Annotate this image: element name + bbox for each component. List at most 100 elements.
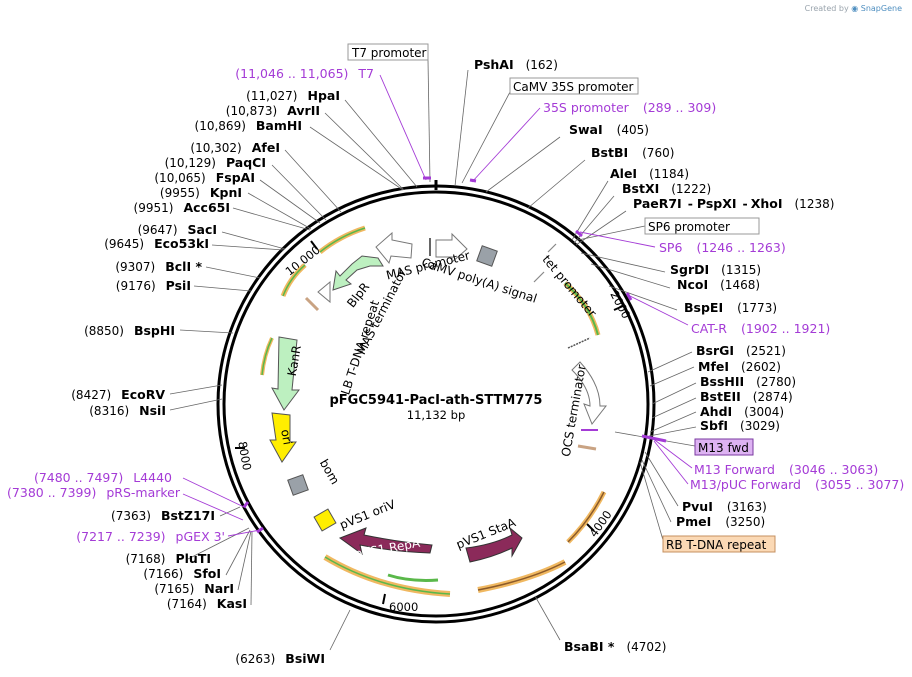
primer-labels: (11,046 .. 11,065)T7 35S promoter(289 ..… <box>7 66 904 544</box>
camv-polya-signal-box <box>476 245 498 267</box>
enzyme-bsrgi: BsrGI(2521) <box>696 343 786 358</box>
leader-ecorv <box>169 384 223 395</box>
pleader-t7 <box>379 74 427 181</box>
leader-bstz17i <box>219 506 241 517</box>
leader-pshai <box>454 69 469 187</box>
leader-ahdi <box>649 411 697 433</box>
orange-arc-right-inner <box>477 561 566 591</box>
leader-afei <box>284 149 342 213</box>
primer-l4440: (7480 .. 7497)L4440 <box>34 470 172 485</box>
green-arrow-left-inner <box>282 264 306 297</box>
enzyme-pvui: PvuI(3163) <box>682 499 767 514</box>
enzyme-kpni: (9955)KpnI <box>160 185 242 200</box>
enzyme-bstbi: BstBI(760) <box>591 145 674 160</box>
leader-rb-tdna <box>639 461 664 541</box>
enzyme-avrii: (10,873)AvrII <box>226 103 320 118</box>
mas-promoter-arrow <box>375 231 413 265</box>
leader-bsteii <box>651 397 697 419</box>
enzyme-eco53ki: (9645)Eco53kI <box>104 236 209 251</box>
pleader-sp6 <box>579 231 656 248</box>
features <box>260 225 608 597</box>
sp6-promoter-box <box>644 217 760 235</box>
leader-lines <box>169 59 697 651</box>
rb-tdna-box <box>662 535 776 553</box>
leader-avrii <box>324 112 405 191</box>
leader-nari <box>237 530 252 591</box>
enzyme-pmei: PmeI(3250) <box>676 514 765 529</box>
primer-t7: (11,046 .. 11,065)T7 <box>235 66 374 81</box>
primer-35s-promoter: 35S promoter(289 .. 309) <box>543 100 716 115</box>
enzyme-bstz17i: (7363)BstZ17I <box>111 508 215 523</box>
leader-bamhi <box>309 126 404 191</box>
enzyme-fspai: (10,065)FspAI <box>154 170 255 185</box>
leader-ncoi <box>590 263 671 289</box>
tick-mark-2000 <box>613 305 624 311</box>
orange-arrow-top <box>318 225 366 254</box>
leader-bsrgi <box>647 351 693 373</box>
label-kanr: KanR <box>285 344 304 377</box>
primer-marks <box>242 176 667 534</box>
enzyme-bamhi: (10,869)BamHI <box>195 118 302 133</box>
tick-mark-4000 <box>586 523 595 532</box>
enzyme-sfoi: (7166)SfoI <box>143 566 221 581</box>
primer-mark-l4440 <box>242 501 250 508</box>
leader-psii <box>193 285 252 292</box>
blpr-arrow <box>332 255 384 291</box>
primer-mark-35s <box>469 178 477 183</box>
primer-mark-sp6 <box>575 229 583 238</box>
enzyme-bcli: (9307)BclI * <box>115 259 202 274</box>
enzyme-afei: (10,302)AfeI <box>190 140 280 155</box>
leader-swai <box>485 136 561 193</box>
lb-tdna-mark <box>304 296 320 312</box>
green-arrow-right-inner <box>564 282 599 336</box>
rb-tdna-label: RB T-DNA repeat <box>666 538 767 552</box>
pleader-35s <box>471 107 541 183</box>
enzyme-kasi: (7164)KasI <box>167 596 247 611</box>
mas-terminator-arrow <box>317 280 331 304</box>
enzyme-saci: (9647)SacI <box>138 222 217 237</box>
ocs-terminator-arrow <box>571 361 608 425</box>
camv-35s-box <box>509 77 639 95</box>
label-lb-tdna: LB T-DNA repeat <box>338 298 382 396</box>
m13-fwd-box <box>694 438 754 456</box>
label-tet-promoter: tet promoter <box>540 252 600 319</box>
primer-mark-cat-r <box>625 292 633 301</box>
pleader-cat-r <box>629 295 689 326</box>
primer-mark-m13 <box>641 434 667 443</box>
leader-sfoi <box>225 529 251 576</box>
pleader-prs-marker <box>182 493 244 521</box>
primer-m13-puc-forward: M13/pUC Forward(3055 .. 3077) <box>690 477 904 492</box>
enzyme-bsphi: (8850)BspHI <box>84 323 175 338</box>
leader-bsshii <box>651 382 697 405</box>
primer-cat-r: CAT-R(1902 .. 1921) <box>691 321 830 336</box>
primer-m13-forward: M13 Forward(3046 .. 3063) <box>694 462 878 477</box>
leader-nsii <box>169 398 223 411</box>
orange-arrow-top-inner <box>319 227 366 253</box>
leader-sgrdi <box>580 252 666 273</box>
enzyme-labels-right: PshAI(162) SwaI(405) BstBI(760) AleI(118… <box>474 57 834 654</box>
label-ocs-terminator: OCS terminator <box>559 364 589 458</box>
enzyme-labels-left: (11,027)HpaI (10,873)AvrII (10,869)BamHI… <box>71 88 340 666</box>
pleader-pgex3 <box>227 529 261 537</box>
leader-eco53ki <box>211 244 285 251</box>
leader-kasi <box>250 531 253 606</box>
enzyme-paer7i: PaeR7I-PspXI-XhoI(1238) <box>633 196 834 211</box>
leader-fspai <box>259 179 321 224</box>
sp6-promoter-label: SP6 promoter <box>648 220 730 234</box>
enzyme-alei: AleI(1184) <box>610 166 689 181</box>
tick-mark-6000 <box>382 593 386 605</box>
leader-hpai <box>344 99 418 188</box>
primer-sp6: SP6(1246 .. 1263) <box>659 240 786 255</box>
watermark-created-by: Created by <box>804 4 849 13</box>
leader-sbfi <box>648 426 697 437</box>
enzyme-nari: (7165)NarI <box>154 581 234 596</box>
pleader-m13-puc <box>653 440 689 485</box>
enzyme-psii: (9176)PsiI <box>116 278 191 293</box>
leader-alei <box>571 180 609 241</box>
enzyme-mfei: MfeI(2602) <box>698 359 781 374</box>
enzyme-bsiwi: (6263)BsiWI <box>235 651 325 666</box>
orange-arc-lower-right-inner <box>567 491 605 543</box>
orange-arc-bottom <box>323 554 451 597</box>
label-bom: bom <box>317 457 342 487</box>
